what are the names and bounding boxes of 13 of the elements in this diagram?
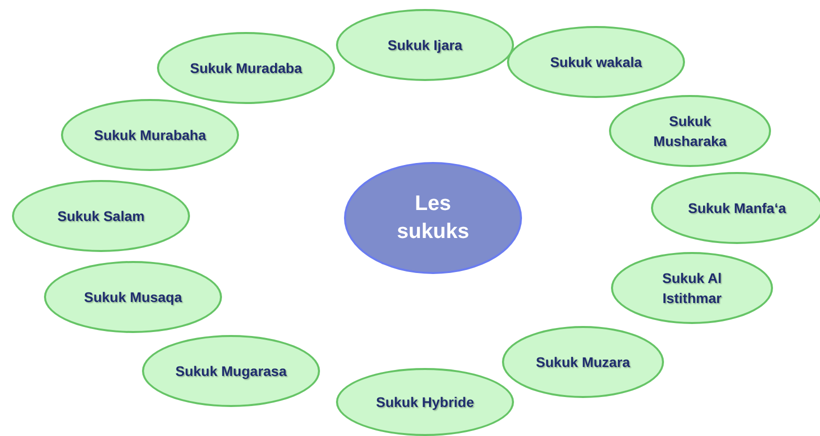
- oval-node: Sukuk Manfa‘a: [651, 172, 820, 244]
- oval-node: Sukuk Murabaha: [61, 99, 239, 171]
- oval-node: Sukuk Muzara: [502, 326, 664, 398]
- oval-node: Sukuk Salam: [12, 180, 190, 252]
- oval-node: Sukuk Mugarasa: [142, 335, 320, 407]
- oval-node: Sukuk Ijara: [336, 9, 514, 81]
- oval-node: Sukuk wakala: [507, 26, 685, 98]
- oval-node: Sukuk Hybride: [336, 368, 514, 436]
- oval-node: Sukuk Al Istithmar: [611, 252, 773, 324]
- oval-node: Sukuk Musharaka: [609, 95, 771, 167]
- oval-node: Sukuk Musaqa: [44, 261, 222, 333]
- central-oval: Les sukuks: [344, 162, 522, 274]
- oval-node: Sukuk Muradaba: [157, 32, 335, 104]
